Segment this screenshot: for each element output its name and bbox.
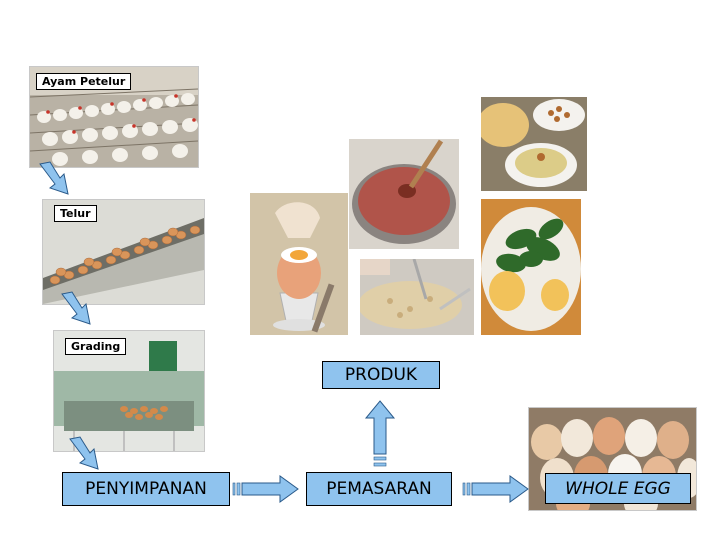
- down-arrow-3: [66, 435, 106, 471]
- penyimpanan-box: PENYIMPANAN: [62, 472, 230, 506]
- down-arrow-1: [36, 160, 76, 196]
- bread-plates-photo: [480, 96, 588, 192]
- chicken-farm-photo: [29, 66, 199, 168]
- label-ayam-petelur: Ayam Petelur: [36, 73, 132, 90]
- whole-egg-box: WHOLE EGG: [545, 473, 691, 504]
- produk-box: PRODUK: [322, 361, 440, 389]
- down-arrow-2: [58, 290, 98, 326]
- up-arrow: [364, 400, 396, 470]
- pemasaran-box: PEMASARAN: [306, 472, 452, 506]
- label-grading: Grading: [65, 338, 127, 355]
- right-arrow-1: [232, 474, 300, 504]
- omelette-cutting-photo: [359, 258, 475, 336]
- boiled-egg-photo: [249, 192, 349, 336]
- label-telur: Telur: [54, 205, 97, 222]
- salad-egg-photo: [480, 198, 582, 336]
- grading-machine-photo: [53, 330, 205, 452]
- sauce-pot-photo: [348, 138, 460, 250]
- right-arrow-2: [462, 474, 530, 504]
